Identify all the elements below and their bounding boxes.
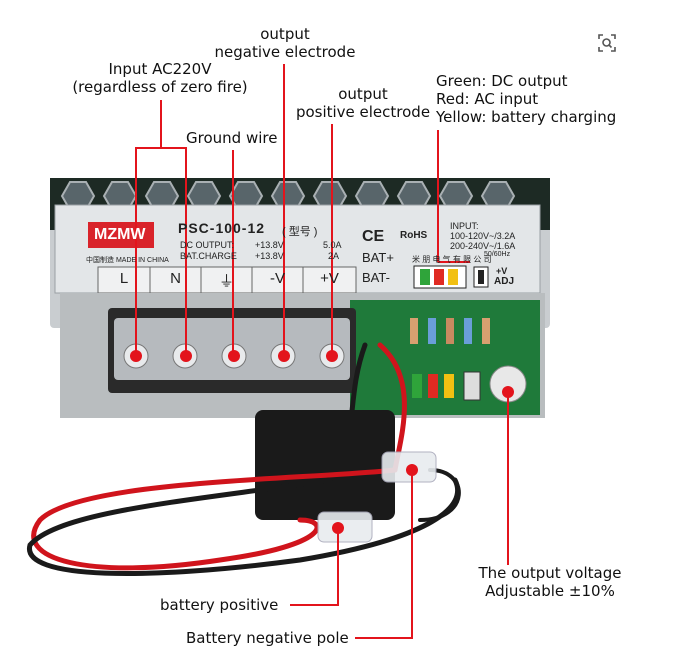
terminal-label-pos-v: +V bbox=[320, 270, 339, 287]
bat-charge-label: BAT.CHARGE bbox=[180, 251, 237, 261]
callout-output-positive-line1: output bbox=[338, 85, 388, 103]
adj-top: +V bbox=[496, 266, 508, 276]
callout-battery-positive: battery positive bbox=[160, 596, 279, 614]
callout-input-ac: Input AC220V (regardless of zero fire) bbox=[60, 60, 260, 96]
model-suffix: ( 型号 ) bbox=[282, 226, 318, 238]
callout-output-positive-line2: positive electrode bbox=[295, 103, 431, 121]
brand-logo: MZMW bbox=[94, 226, 146, 243]
terminal-label-ground: ⏚ bbox=[218, 273, 234, 290]
input-line-3: 50/60Hz bbox=[484, 251, 511, 258]
input-title: INPUT: bbox=[450, 221, 479, 231]
callout-lines bbox=[135, 64, 509, 639]
adj-bottom: ADJ bbox=[494, 276, 515, 287]
legend-red: Red: AC input bbox=[436, 90, 539, 108]
image-search-icon bbox=[598, 34, 616, 52]
input-line-2: 200-240V~/1.6A bbox=[450, 241, 516, 251]
terminal-label-n: N bbox=[170, 270, 181, 287]
model-number: PSC-100-12 bbox=[178, 220, 266, 236]
callout-output-voltage-line1: The output voltage bbox=[478, 564, 622, 582]
callout-led-legend: Green: DC output Red: AC input Yellow: b… bbox=[436, 72, 616, 126]
company-name: 米 朋 电 气 有 限 公 司 bbox=[412, 255, 492, 264]
callout-output-negative-line2: negative electrode bbox=[214, 43, 356, 61]
callout-input-ac-line1: Input AC220V bbox=[108, 60, 212, 78]
callout-battery-negative: Battery negative pole bbox=[186, 629, 349, 647]
dc-output-label: DC OUTPUT: bbox=[180, 240, 234, 250]
terminal-label-l: L bbox=[119, 270, 129, 287]
battery-cables bbox=[27, 342, 461, 576]
callout-dots bbox=[130, 350, 514, 534]
bat-charge-current: 2A bbox=[328, 251, 340, 261]
ce-mark: CE bbox=[362, 228, 385, 245]
dc-output-current: 5.0A bbox=[323, 240, 342, 250]
made-in-label: 中国制造 MADE IN CHINA bbox=[86, 257, 169, 264]
callout-output-negative-line1: output bbox=[260, 25, 310, 43]
rohs-mark: RoHS bbox=[400, 230, 428, 241]
callout-output-negative: output negative electrode bbox=[200, 25, 370, 61]
input-line-1: 100-120V~/3.2A bbox=[450, 231, 516, 241]
bat-minus-label: BAT- bbox=[362, 270, 390, 285]
callout-output-voltage-line2: Adjustable ±10% bbox=[485, 582, 615, 600]
bat-charge-voltage: +13.8V bbox=[255, 251, 284, 261]
terminal-label-neg-v: -V bbox=[270, 270, 285, 287]
legend-green: Green: DC output bbox=[436, 72, 568, 90]
bat-plus-label: BAT+ bbox=[362, 250, 394, 265]
legend-yellow: Yellow: battery charging bbox=[436, 108, 617, 126]
callout-ground-wire: Ground wire bbox=[186, 129, 278, 147]
callout-input-ac-line2: (regardless of zero fire) bbox=[72, 78, 248, 96]
callout-output-voltage: The output voltage Adjustable ±10% bbox=[470, 564, 630, 600]
image-search-button[interactable] bbox=[594, 30, 620, 56]
dc-output-voltage: +13.8V bbox=[255, 240, 284, 250]
callout-output-positive: output positive electrode bbox=[284, 85, 442, 121]
